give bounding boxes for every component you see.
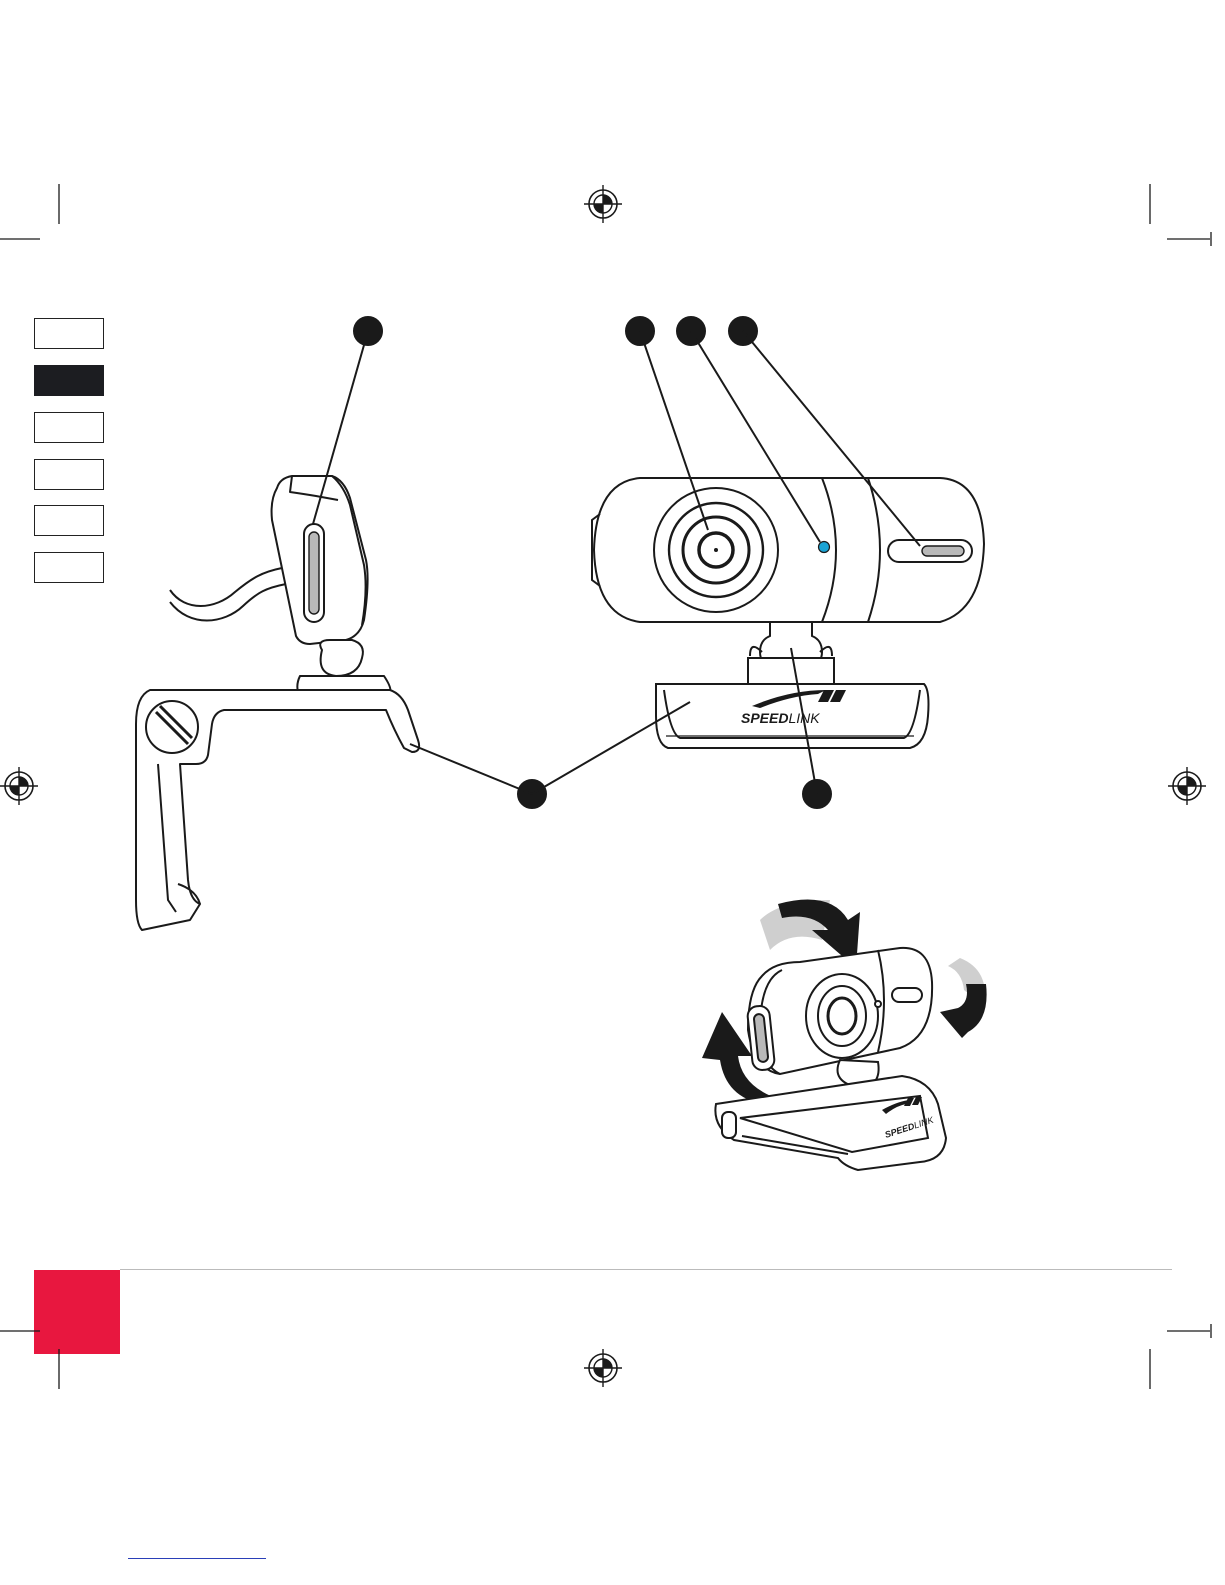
webcam-front-view [592,478,984,748]
usb-cable [170,568,282,606]
status-led [819,542,830,553]
rotation-arrow-icon [940,984,987,1038]
webcam-side-view [136,476,419,930]
registration-mark-icon [584,1349,622,1387]
registration-mark-icon [584,185,622,223]
ball-joint-side [320,640,363,676]
registration-mark-icon [0,767,38,805]
brand-logo-text: SPEEDLINK [741,710,820,726]
leader-clip-left [410,744,532,794]
brand-name-bold: SPEED [741,710,788,726]
rotation-illustration [702,900,987,1170]
registration-mark-icon [1168,767,1206,805]
